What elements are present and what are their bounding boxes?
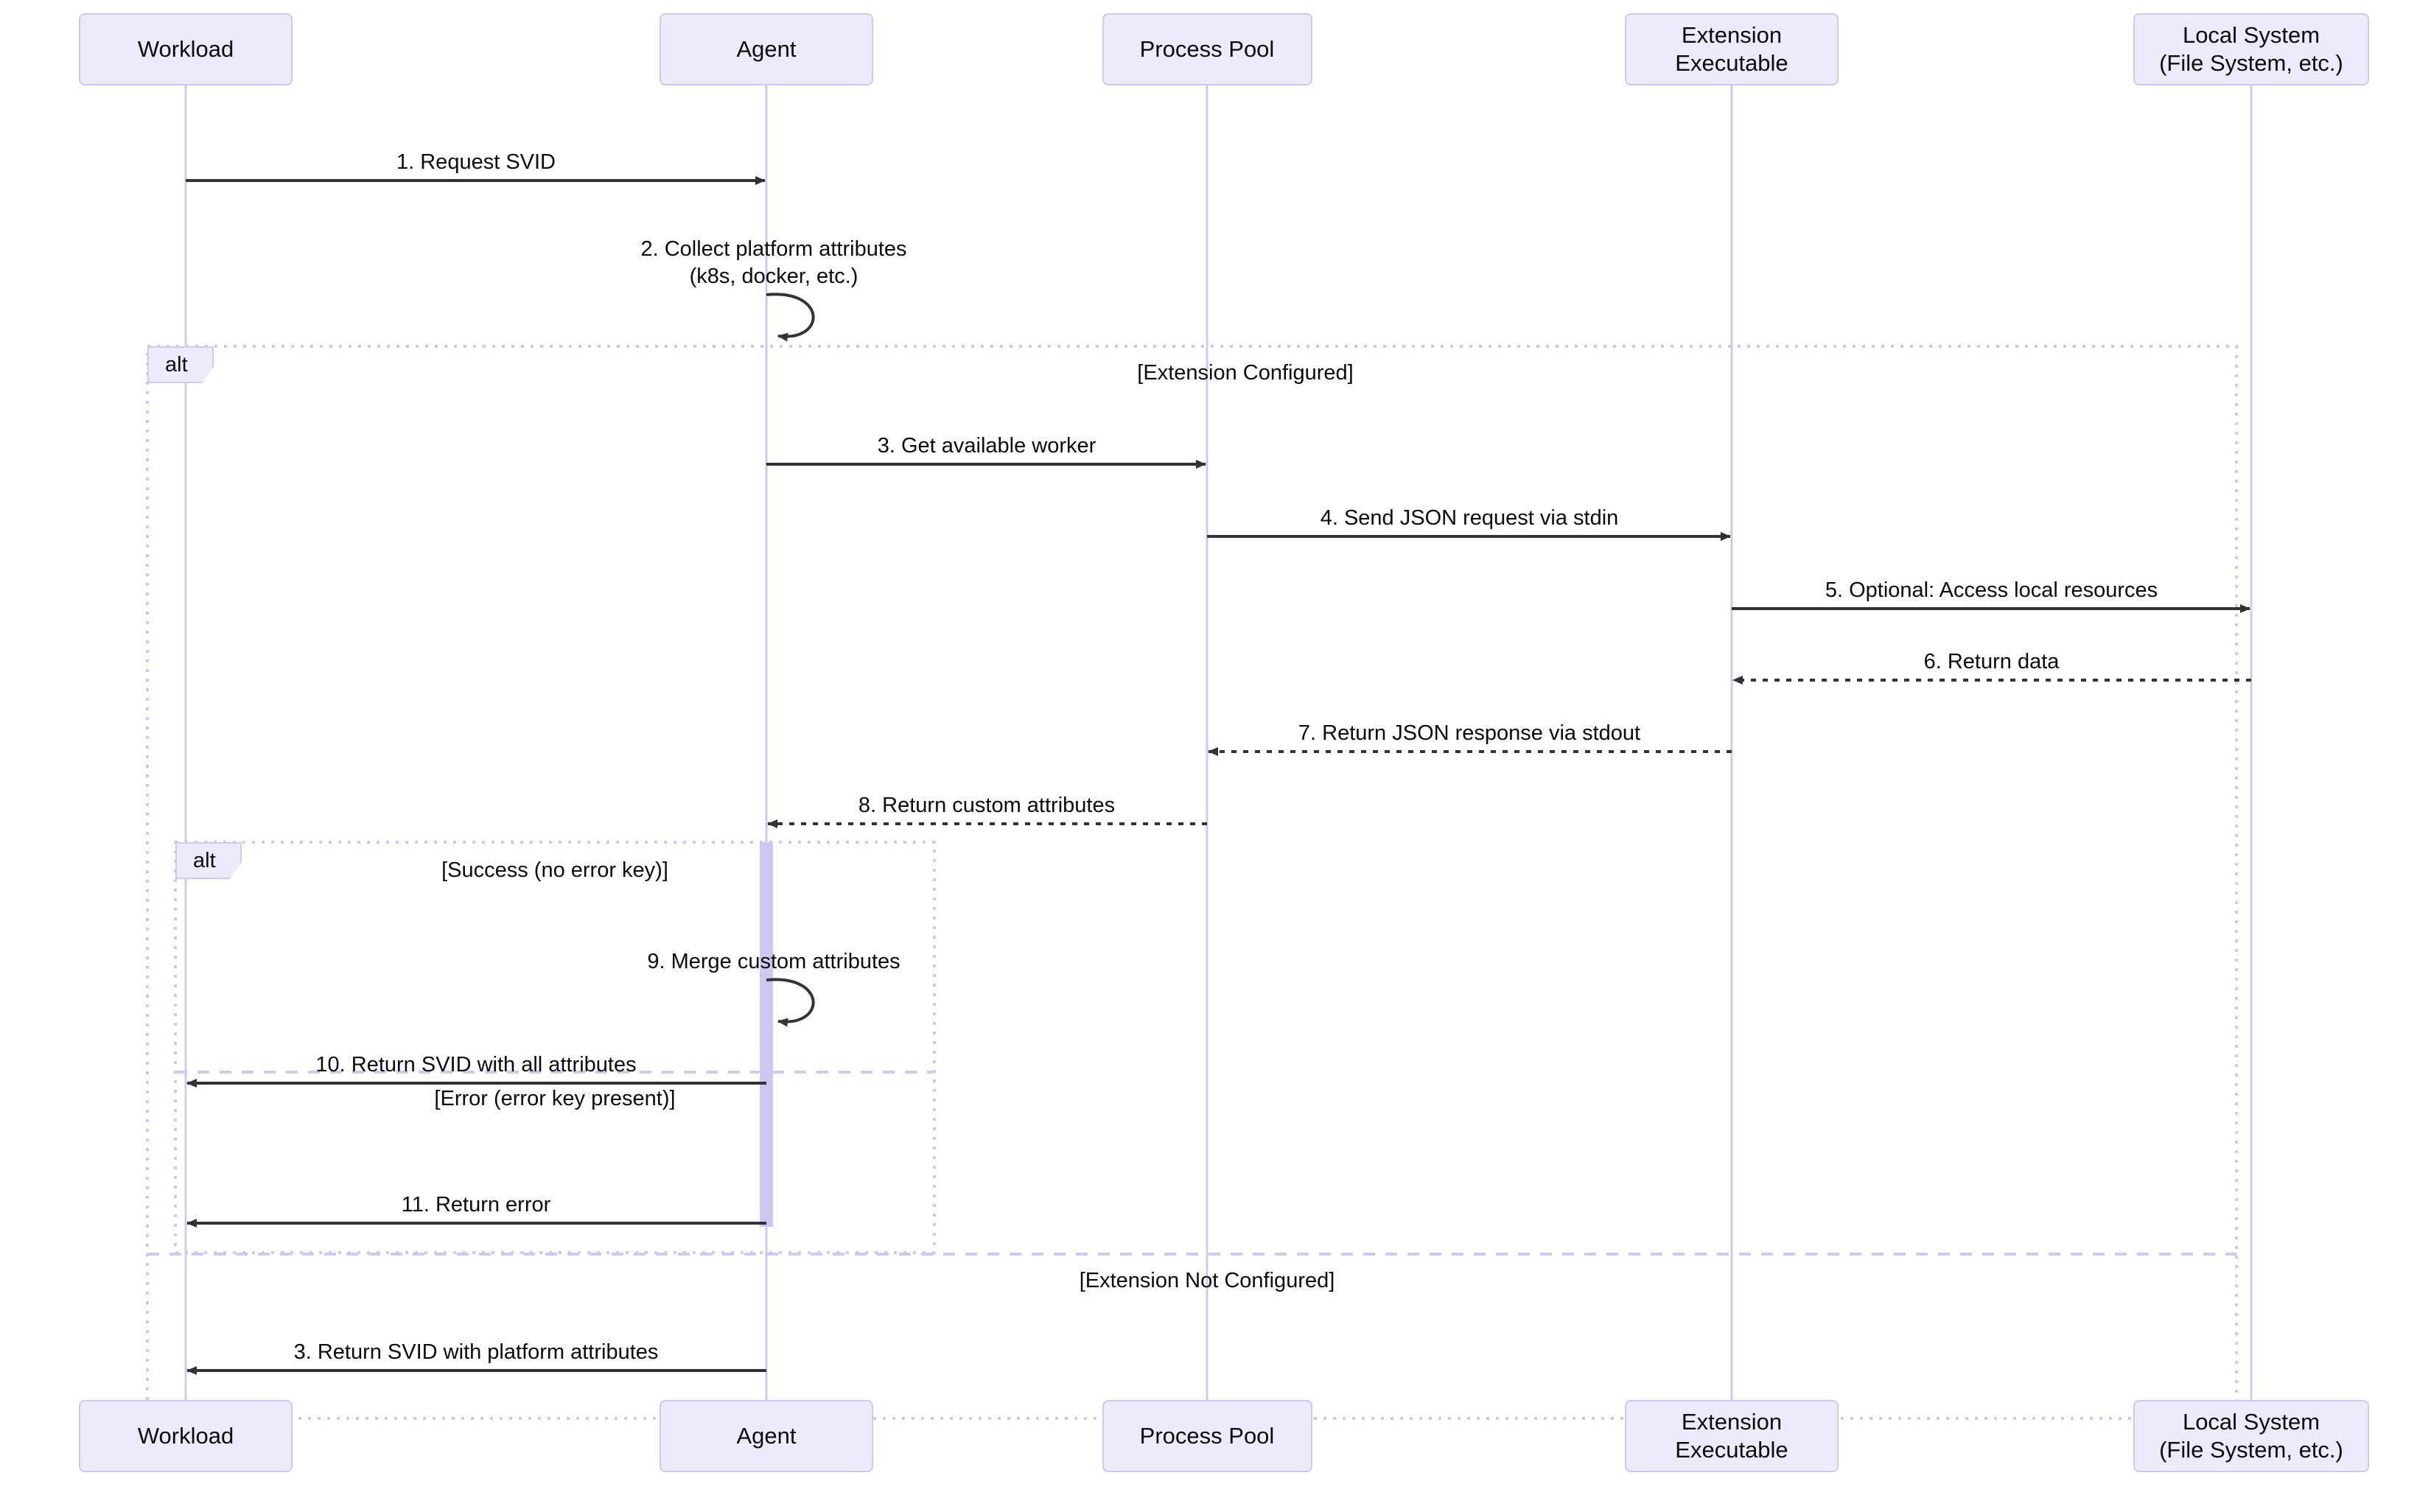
participant-label-line2-ext-top: Executable <box>1675 50 1788 76</box>
participant-label-line2-local-bottom: (File System, etc.) <box>2159 1437 2343 1463</box>
activation-bars-group <box>760 842 773 1227</box>
participant-label-line1-ext-bottom: Extension <box>1681 1409 1783 1435</box>
participant-box-workload-bottom[interactable]: Workload <box>79 1400 293 1472</box>
message-label-7: 7. Return JSON response via stdout <box>1298 721 1641 745</box>
participant-box-pool-top[interactable]: Process Pool <box>1102 13 1312 85</box>
fragment-condition-inner-alt-0: [Success (no error key)] <box>441 858 668 882</box>
participant-label-line2-local-top: (File System, etc.) <box>2159 50 2343 76</box>
participant-label-local-bottom: Local System(File System, etc.) <box>2159 1408 2343 1464</box>
fragment-operator-outer-alt: alt <box>147 346 214 383</box>
message-label-3: 3. Get available worker <box>877 434 1096 458</box>
fragment-condition-outer-alt-0: [Extension Configured] <box>1137 361 1354 385</box>
participant-box-agent-bottom[interactable]: Agent <box>660 1400 873 1472</box>
participant-label-pool-bottom: Process Pool <box>1139 1423 1275 1449</box>
fragment-condition-outer-alt-1: [Extension Not Configured] <box>1079 1269 1335 1292</box>
participant-label-line1-local-top: Local System <box>2182 22 2320 49</box>
message-label-10: 10. Return SVID with all attributes <box>315 1053 637 1077</box>
message-arrow-self-2 <box>766 293 815 342</box>
activation-bar-agent <box>760 842 773 1227</box>
participant-label-line1-ext-top: Extension <box>1681 22 1783 49</box>
fragment-operator-label-outer-alt: alt <box>165 352 188 377</box>
message-label-2: 2. Collect platform attributes (k8s, doc… <box>640 237 907 288</box>
message-label-3b: 3. Return SVID with platform attributes <box>293 1340 659 1364</box>
fragment-operator-label-inner-alt: alt <box>193 848 216 872</box>
message-arrow-self-9 <box>766 978 815 1027</box>
fragment-operator-inner-alt: alt <box>175 842 242 879</box>
participant-label-pool-top: Process Pool <box>1139 36 1275 63</box>
participant-box-workload-top[interactable]: Workload <box>79 13 293 85</box>
participant-label-line2-ext-bottom: Executable <box>1675 1437 1788 1463</box>
participant-label-workload-bottom: Workload <box>137 1423 234 1449</box>
message-label-1: 1. Request SVID <box>396 150 556 174</box>
participant-label-local-top: Local System(File System, etc.) <box>2159 21 2343 77</box>
message-label-4: 4. Send JSON request via stdin <box>1320 506 1619 530</box>
participant-label-agent-top: Agent <box>736 36 797 63</box>
fragment-condition-inner-alt-1: [Error (error key present)] <box>434 1087 676 1110</box>
participant-label-line1-local-bottom: Local System <box>2182 1409 2320 1435</box>
message-label-11: 11. Return error <box>401 1193 551 1217</box>
message-label-8: 8. Return custom attributes <box>858 794 1116 817</box>
message-label-9: 9. Merge custom attributes <box>647 950 900 973</box>
participant-label-workload-top: Workload <box>137 36 234 63</box>
message-label-5: 5. Optional: Access local resources <box>1825 578 2158 602</box>
message-arrows-group <box>186 176 2251 1375</box>
participant-box-local-top[interactable]: Local System(File System, etc.) <box>2133 13 2369 85</box>
participant-label-agent-bottom: Agent <box>736 1423 797 1449</box>
message-label-6: 6. Return data <box>1923 650 2060 673</box>
participant-box-pool-bottom[interactable]: Process Pool <box>1102 1400 1312 1472</box>
participant-box-agent-top[interactable]: Agent <box>660 13 873 85</box>
participant-box-local-bottom[interactable]: Local System(File System, etc.) <box>2133 1400 2369 1472</box>
fragment-frame-inner-alt <box>174 841 936 1254</box>
